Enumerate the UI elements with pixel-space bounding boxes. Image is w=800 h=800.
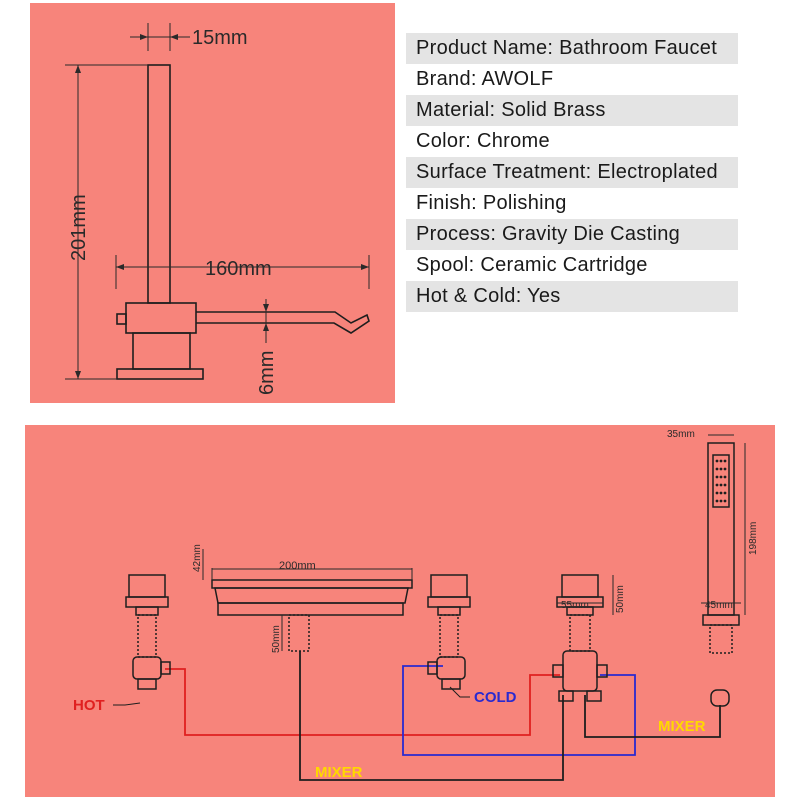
cold-handle-assembly <box>427 574 471 690</box>
hot-pipe-line <box>165 668 560 736</box>
spec-row: Surface Treatment: Electroplated <box>406 157 738 188</box>
dim-spout-width-label: 200mm <box>279 560 316 572</box>
faucet-side-view-diagram: 15mm 201mm 160mm 6mm <box>65 23 370 395</box>
dim-shower-base-label: 45mm <box>705 600 733 611</box>
spout-arm <box>196 311 370 334</box>
dim-shower-width-label: 35mm <box>667 429 695 440</box>
spout-mixer-line <box>299 651 564 781</box>
cold-label: COLD <box>474 689 517 706</box>
dim-spout-depth-label: 50mm <box>271 625 282 653</box>
diverter-assembly <box>552 574 608 702</box>
shower-mixer-line <box>584 695 721 738</box>
cold-pipe-line <box>402 665 636 756</box>
dim-handle-height-label: 42mm <box>192 544 203 572</box>
dim-base-label: 6mm <box>256 351 278 395</box>
dim-diverter-height-label: 50mm <box>615 585 626 613</box>
handle-knob <box>116 313 127 325</box>
faucet-base-column <box>132 332 191 370</box>
spec-row: Hot & Cold: Yes <box>406 281 738 312</box>
dim-shower-length-label: 198mm <box>748 522 759 555</box>
spec-row: Process: Gravity Die Casting <box>406 219 738 250</box>
dim-width-label: 15mm <box>192 27 248 49</box>
installation-diagram-panel: 42mm 200mm 50mm 55mm 50mm 35mm 198mm 45m… <box>25 425 775 797</box>
installation-diagram: 42mm 200mm 50mm 55mm 50mm 35mm 198mm 45m… <box>73 429 759 781</box>
mixer-label-shower: MIXER <box>658 718 706 735</box>
spout-assembly <box>211 579 413 652</box>
spec-row: Brand: AWOLF <box>416 68 554 90</box>
faucet-base-plate <box>116 368 204 380</box>
hand-shower-assembly <box>702 442 740 707</box>
mixer-label-spout: MIXER <box>315 764 363 781</box>
spec-row: Color: Chrome <box>416 130 550 152</box>
hot-handle-assembly <box>125 574 171 690</box>
dim-diverter-width-label: 55mm <box>561 600 589 611</box>
dim-height-label: 201mm <box>68 194 90 261</box>
shower-head-nozzles <box>715 459 727 503</box>
hot-label: HOT <box>73 697 105 714</box>
faucet-side-view-panel: 15mm 201mm 160mm 6mm <box>30 3 395 403</box>
spec-row: Material: Solid Brass <box>406 95 738 126</box>
dim-spout-label: 160mm <box>205 258 272 280</box>
faucet-body <box>125 302 197 334</box>
spec-row: Spool: Ceramic Cartridge <box>416 254 648 276</box>
spec-row: Product Name: Bathroom Faucet <box>406 33 738 64</box>
spec-row: Finish: Polishing <box>416 192 567 214</box>
